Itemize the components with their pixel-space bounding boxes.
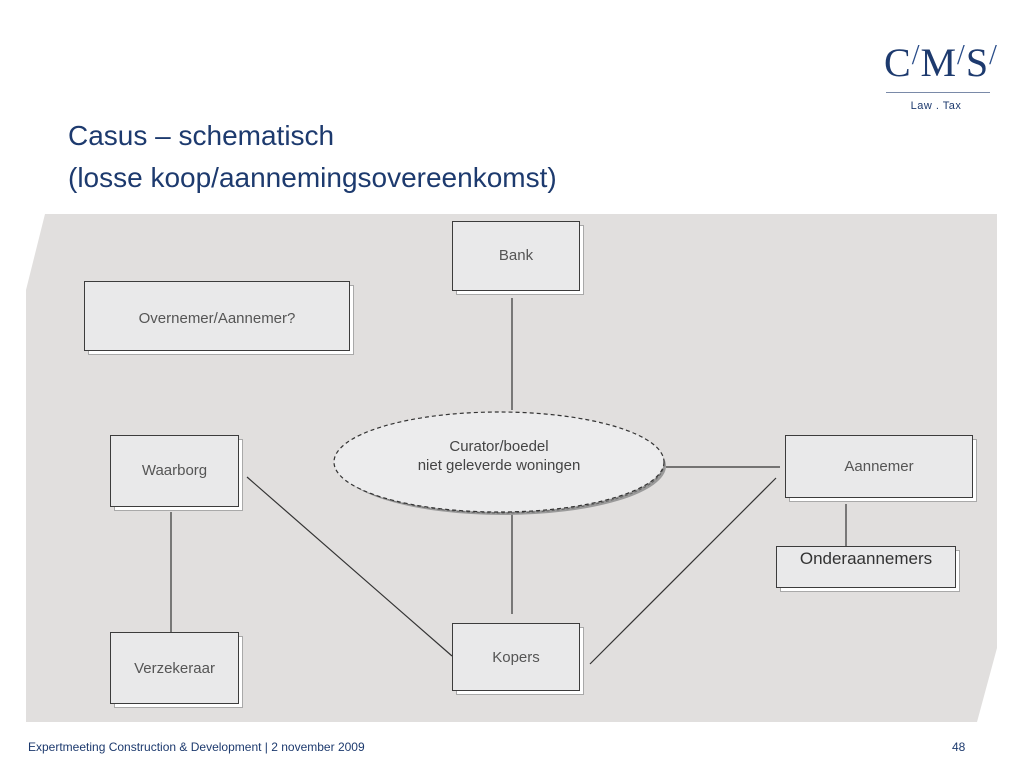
node-curator-text: Curator/boedel niet geleverde woningen [418,437,581,475]
node-overnemer: Overnemer/Aannemer? [84,281,350,351]
footer-page-number: 48 [952,740,966,754]
node-curator-line-2: niet geleverde woningen [417,457,581,474]
node-aannemer: Aannemer [785,435,973,498]
node-bank-label: Bank [498,246,534,264]
node-onderaannemers-label: Onderaannemers [799,549,933,568]
node-aannemer-label: Aannemer [844,458,914,475]
logo-mark: C/M/S/ [884,40,998,85]
slide-title-line-2: (losse koop/aannemingsovereenkomst) [68,162,557,193]
logo-subtitle: Law . Tax [910,100,962,112]
node-curator: Curator/boedel niet geleverde woningen [332,410,666,514]
node-bank: Bank [452,221,580,291]
node-kopers-label: Kopers [492,648,540,666]
node-onderaannemers: Onderaannemers [776,546,956,588]
node-waarborg: Waarborg [110,435,239,507]
node-waarborg-label: Waarborg [141,461,208,479]
node-verzekeraar-label: Verzekeraar [134,659,215,677]
footer-event: Expertmeeting Construction & Development… [28,740,365,754]
node-curator-line-1: Curator/boedel [449,438,549,455]
node-overnemer-label: Overnemer/Aannemer? [138,309,296,327]
cms-logo: C/M/S/ Law . Tax [880,42,997,118]
node-kopers: Kopers [452,623,580,691]
slide-title-line-1: Casus – schematisch [68,120,335,151]
logo-rule [886,92,990,93]
node-verzekeraar: Verzekeraar [110,632,239,704]
